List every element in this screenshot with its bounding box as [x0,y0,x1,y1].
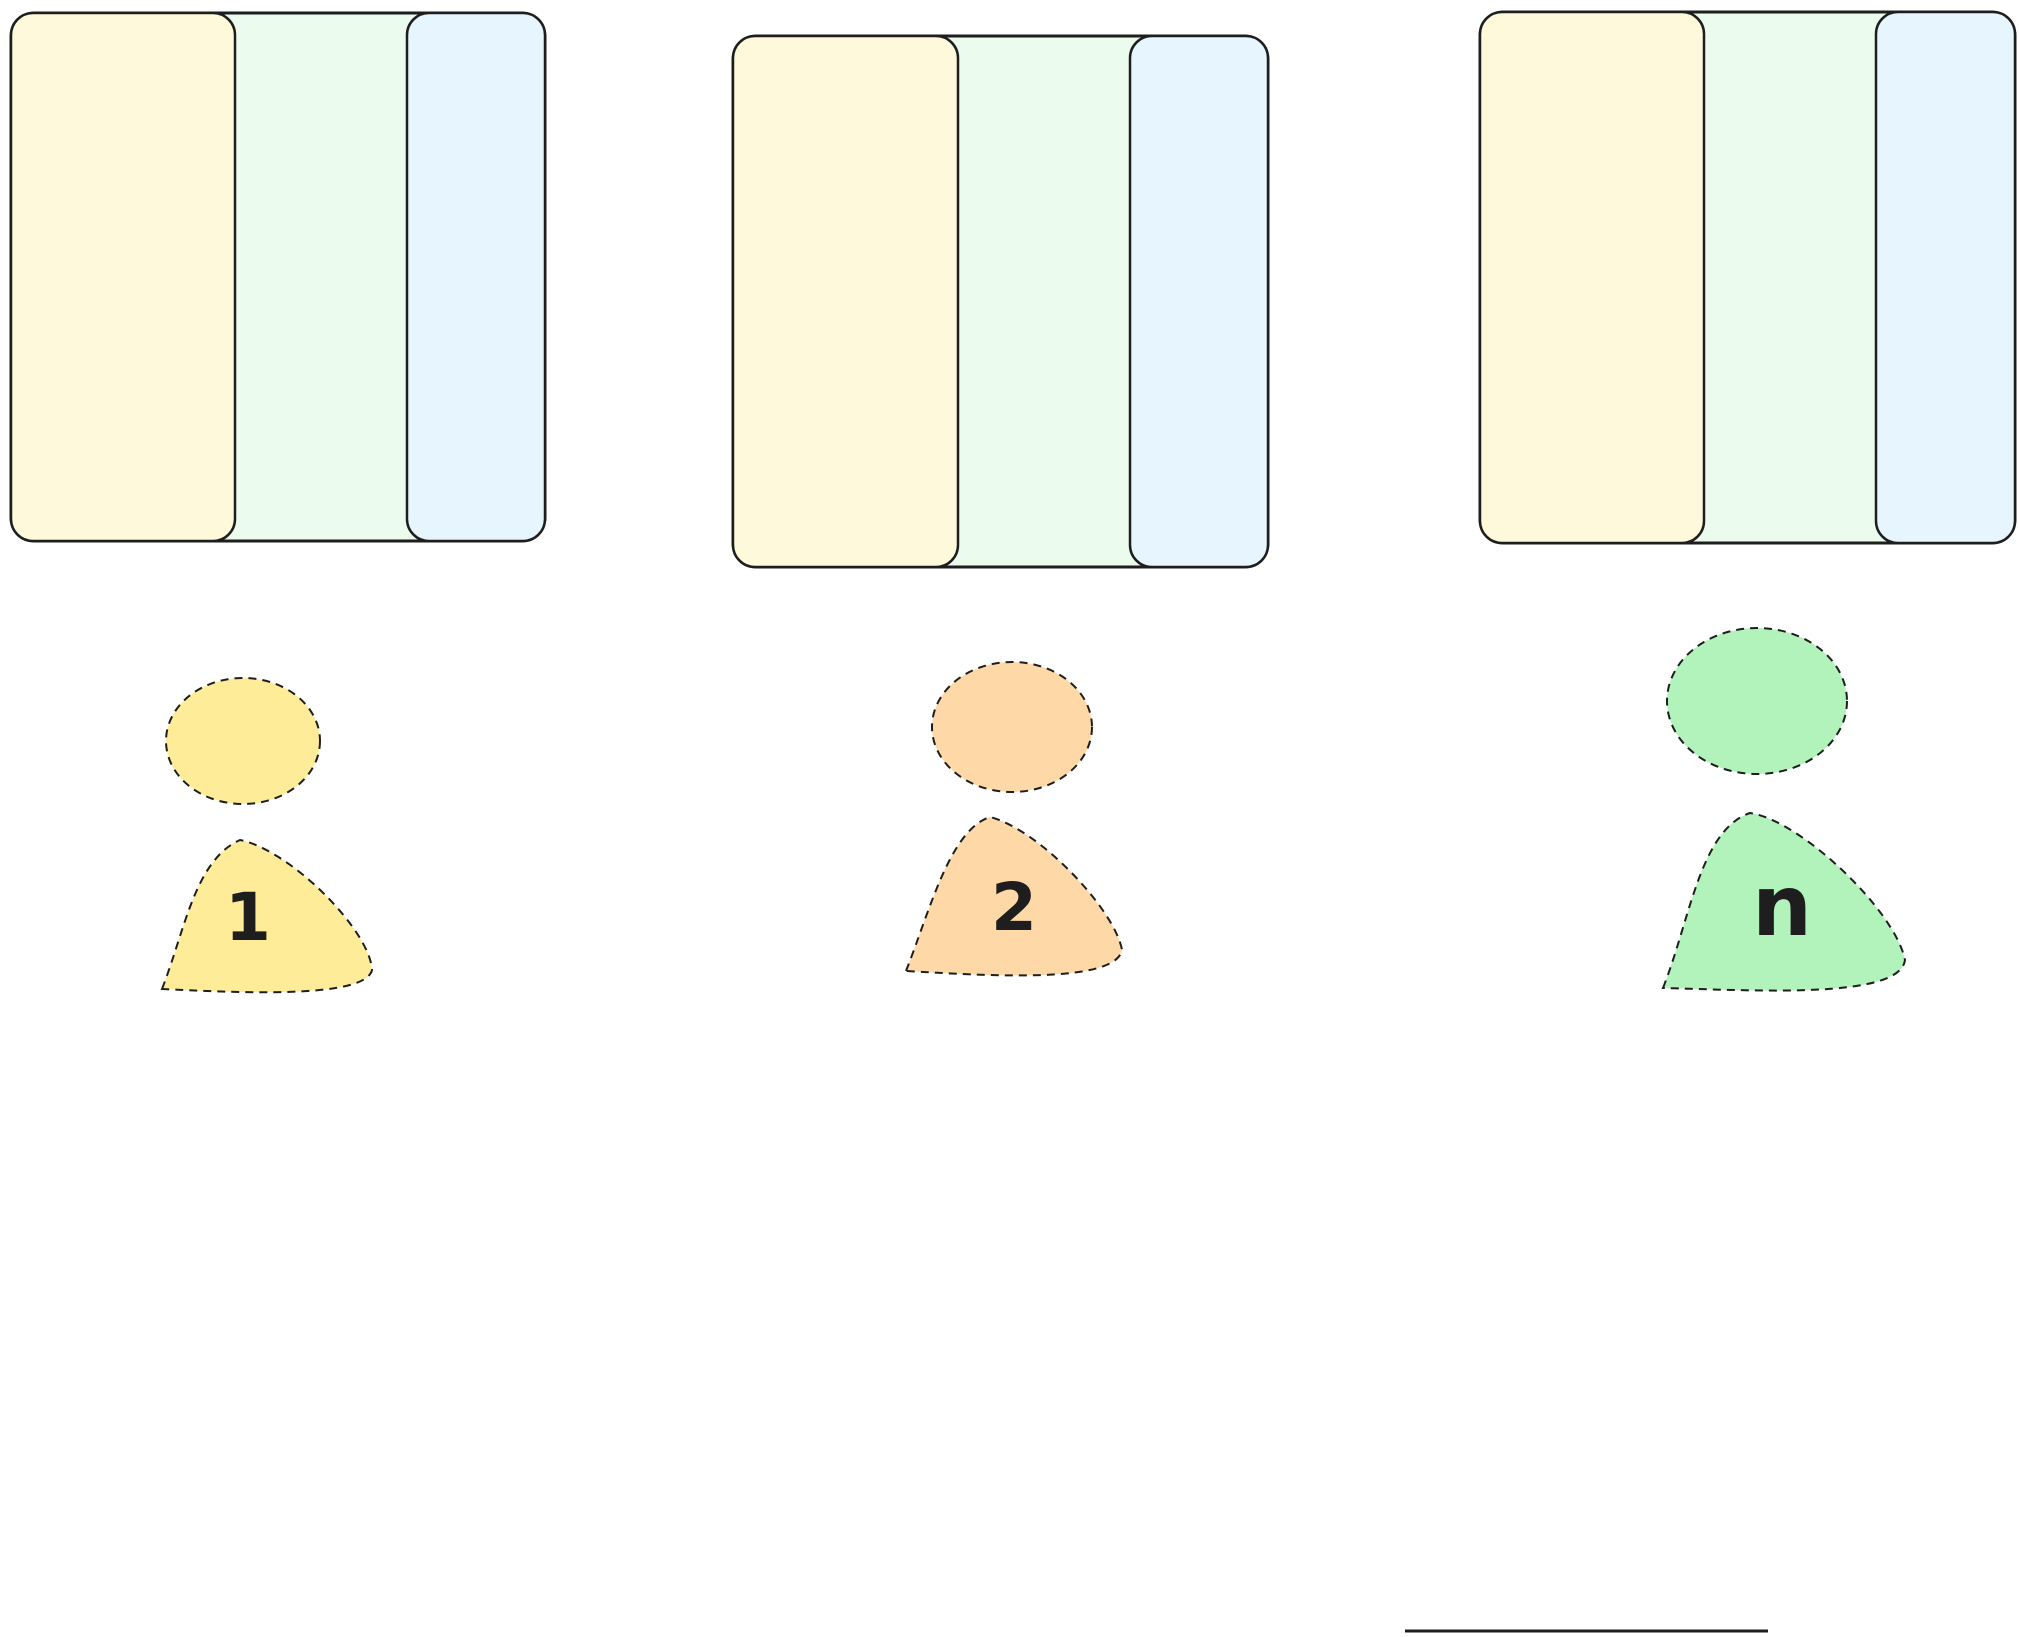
group-1: 1 [9,11,547,994]
person-n-head [1666,627,1848,775]
person-1: 1 [160,677,374,994]
person-1-body [160,838,374,994]
person-n-label: n [1752,857,1812,955]
group-n: n [1478,10,2017,992]
storage-box-2-left-section [731,34,960,569]
person-2-body [904,815,1124,977]
person-n-body [1661,811,1907,992]
group-2: 2 [731,34,1270,977]
storage-box-2-right-section [1128,34,1270,569]
person-2-head [931,661,1093,793]
person-1-head [165,677,321,805]
person-1-label: 1 [225,879,271,956]
storage-box-1 [9,11,547,543]
person-2-label: 2 [991,869,1037,946]
storage-box-2 [731,34,1270,569]
storage-box-n-left-section [1478,10,1706,545]
person-n: n [1661,627,1907,992]
storage-box-n-right-section [1874,10,2017,545]
person-2: 2 [904,661,1124,977]
storage-box-1-left-section [9,11,237,543]
storage-box-n [1478,10,2017,545]
storage-box-1-right-section [405,11,547,543]
